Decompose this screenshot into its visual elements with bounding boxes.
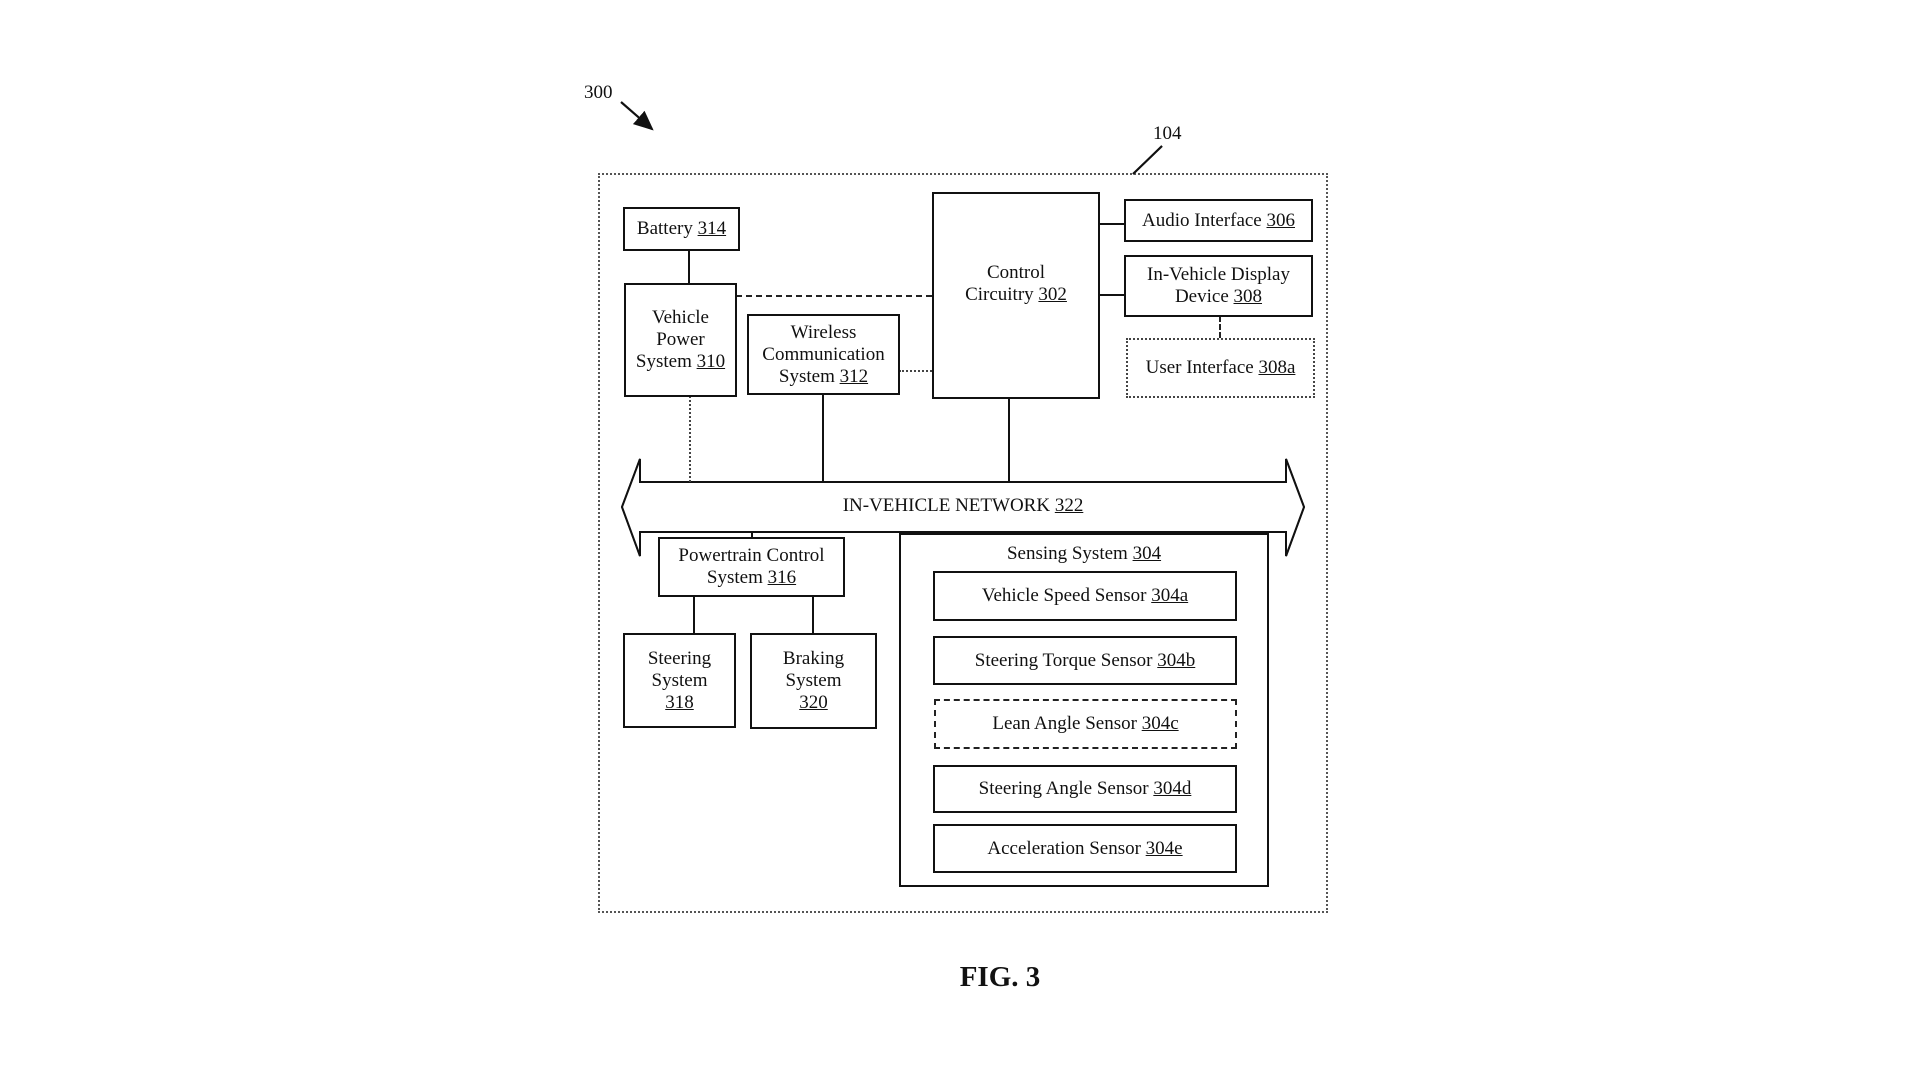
- audio-interface-block: Audio Interface 306: [1124, 199, 1313, 242]
- steering-system-block: Steering System 318: [623, 633, 736, 728]
- user-interface-block: User Interface 308a: [1126, 338, 1315, 398]
- wireless-communication-system-block: Wireless Communication System 312: [747, 314, 900, 395]
- in-vehicle-display-device-block: In-Vehicle Display Device 308: [1124, 255, 1313, 317]
- figure-reference-300: 300: [584, 82, 613, 103]
- sensing-system-title: Sensing System 304: [1006, 543, 1162, 564]
- sensor-steering-torque: Steering Torque Sensor 304b: [933, 636, 1237, 685]
- vehicle-reference-104: 104: [1153, 123, 1182, 144]
- in-vehicle-network-shape: [620, 458, 1306, 557]
- powertrain-to-steering-line: [693, 596, 695, 634]
- wireless-to-network-line: [822, 394, 824, 482]
- powertrain-control-system-block: Powertrain Control System 316: [658, 537, 845, 597]
- reference-leader-104-tip: [1132, 145, 1163, 175]
- sensor-acceleration: Acceleration Sensor 304e: [933, 824, 1237, 873]
- vehicle-power-system-block: Vehicle Power System 310: [624, 283, 737, 397]
- braking-system-block: Braking System 320: [750, 633, 877, 729]
- sensor-lean-angle: Lean Angle Sensor 304c: [934, 699, 1237, 749]
- sensor-vehicle-speed: Vehicle Speed Sensor 304a: [933, 571, 1237, 621]
- control-to-audio-line: [1099, 223, 1125, 225]
- powertrain-to-braking-line: [812, 596, 814, 634]
- power-to-control-dashed-line: [736, 295, 932, 297]
- control-to-network-line: [1008, 398, 1010, 482]
- battery-to-power-line: [688, 250, 690, 284]
- control-circuitry-block: Control Circuitry 302: [932, 192, 1100, 399]
- in-vehicle-network-label: IN-VEHICLE NETWORK 322: [842, 495, 1084, 516]
- battery-block: Battery 314: [623, 207, 740, 251]
- control-to-display-line: [1099, 294, 1125, 296]
- display-to-ui-dashed-line: [1219, 316, 1221, 338]
- wireless-to-control-dotted-line: [899, 370, 932, 372]
- figure-caption: FIG. 3: [959, 961, 1041, 993]
- reference-arrow-300: [620, 101, 654, 131]
- network-to-powertrain-line: [751, 532, 753, 538]
- vehicle-boundary: [598, 173, 1328, 913]
- sensor-steering-angle: Steering Angle Sensor 304d: [933, 765, 1237, 813]
- power-to-network-dotted-line: [689, 396, 691, 482]
